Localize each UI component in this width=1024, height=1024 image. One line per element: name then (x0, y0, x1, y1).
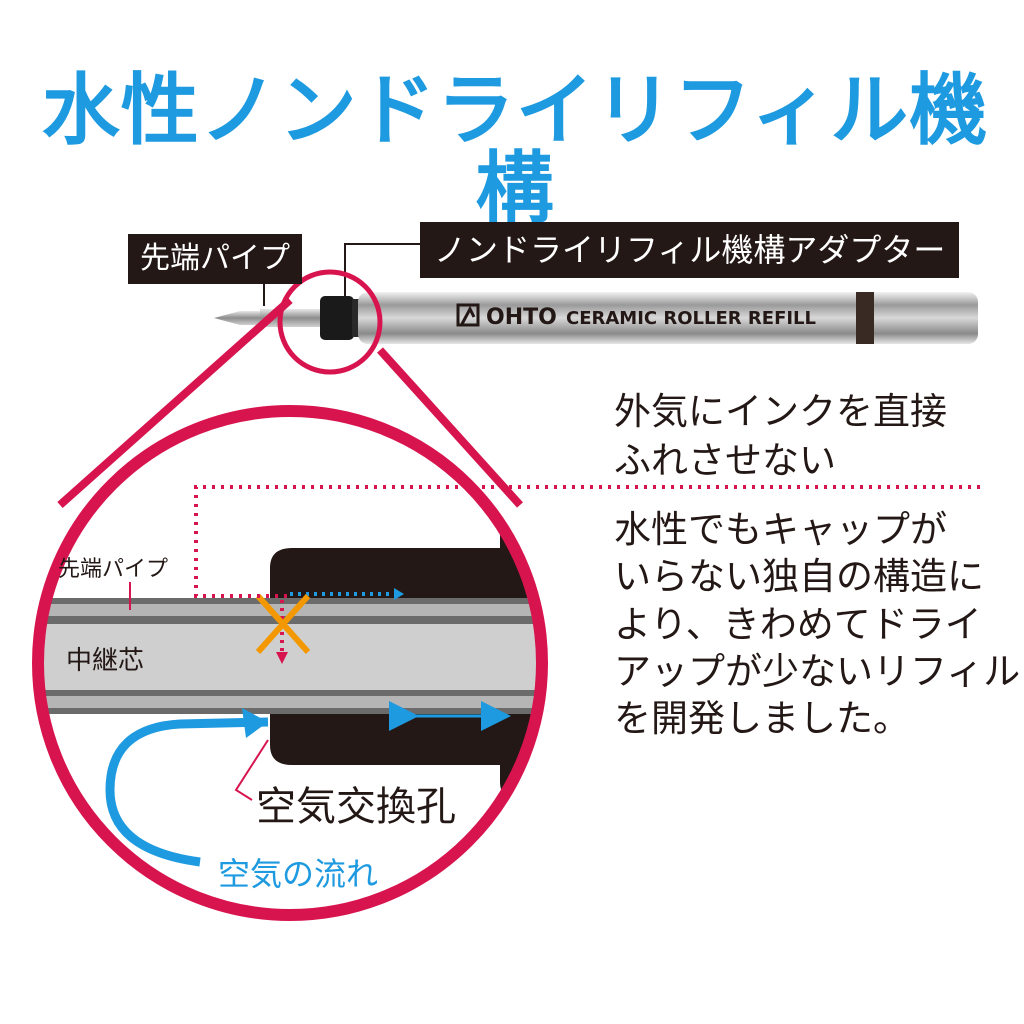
description-heading-line: 外気にインクを直接 (614, 390, 947, 433)
refill-tip-needle (214, 311, 262, 325)
description-body-line: を開発しました。 (614, 697, 910, 741)
description-body-line: より、きわめてドライ (614, 602, 982, 646)
page-title: 水性ノンドライリフィル機構 (41, 66, 989, 234)
tip-pipe-inner-label: 先端パイプ (58, 557, 168, 582)
magnifier-connectors (57, 269, 523, 508)
air-hole-label: 空気交換孔 (256, 784, 456, 830)
adapter-label: ノンドライリフィル機構アダプター (420, 222, 960, 278)
tip-highlight-ring (277, 269, 383, 375)
description-body: 水性でもキャップが いらない独自の構造に より、きわめてドライ アップが少ないリ… (614, 506, 1020, 743)
refill-product-text: CERAMIC ROLLER REFILL (566, 308, 816, 329)
refill-band (856, 292, 874, 344)
description-heading: 外気にインクを直接 ふれさせない (614, 388, 947, 486)
air-flow-arrowhead (242, 708, 268, 738)
refill-brand-text: OHTO (486, 305, 557, 330)
relay-core-label: 中継芯 (66, 646, 144, 676)
refill-barrel (358, 292, 978, 344)
isolation-dotted-line (194, 485, 980, 598)
description-body-line: いらない独自の構造に (614, 555, 984, 599)
description-body-line: 水性でもキャップが (614, 508, 947, 551)
magnified-section (38, 411, 542, 915)
refill-illustration (214, 292, 978, 344)
refill-adapter (320, 296, 354, 340)
description-heading-line: ふれさせない (614, 438, 836, 482)
magnifier-circle (32, 405, 548, 921)
description-body-line: アップが少ないリフィル (614, 650, 1021, 694)
air-flow-label: 空気の流れ (218, 855, 378, 893)
air-flow-path (105, 717, 269, 867)
tip-pipe-label: 先端パイプ (128, 234, 302, 284)
adapter-lower (270, 712, 542, 800)
adapter-upper (270, 512, 542, 600)
